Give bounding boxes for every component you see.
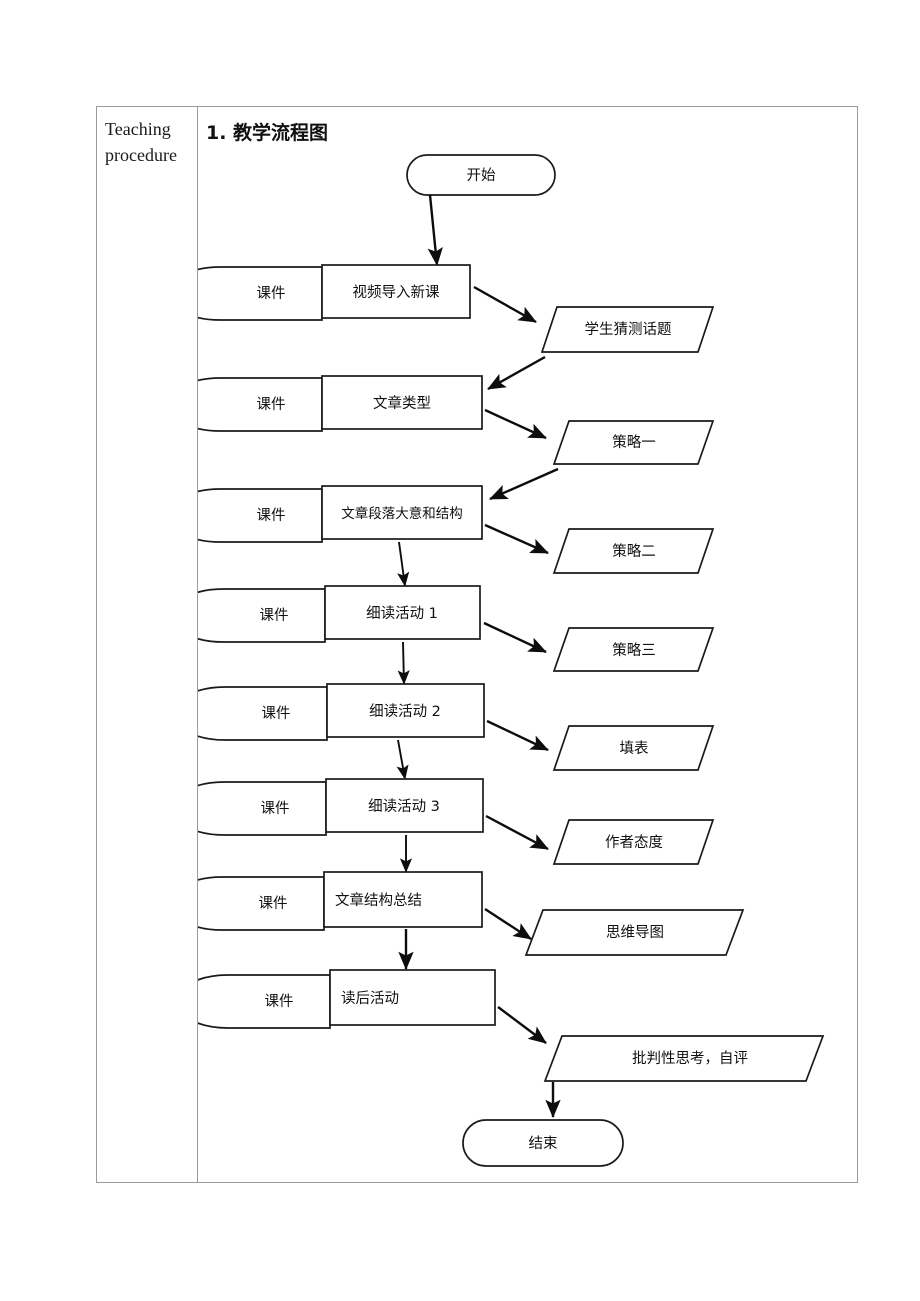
node-step8-label: 读后活动 bbox=[341, 990, 399, 1007]
connector-step4-to-out4 bbox=[483, 621, 547, 654]
node-step5-label: 细读活动 2 bbox=[369, 703, 441, 720]
connector-step2-to-out2 bbox=[484, 408, 547, 440]
node-out8: 批判性思考，自评 bbox=[543, 1035, 825, 1082]
node-step8-media-label: 课件 bbox=[265, 993, 294, 1010]
node-step7: 课件 文章结构总结 bbox=[198, 871, 483, 931]
node-out4-label: 策略三 bbox=[612, 642, 656, 659]
connector-step8-to-out8 bbox=[497, 1006, 547, 1044]
connector-step1-to-out1 bbox=[473, 285, 537, 324]
connector-step5-to-out5 bbox=[486, 719, 549, 752]
node-step1-label: 视频导入新课 bbox=[353, 284, 440, 301]
connector-out1-to-step2 bbox=[487, 355, 546, 391]
node-step2-label: 文章类型 bbox=[373, 394, 431, 412]
node-step3-media-label: 课件 bbox=[257, 507, 286, 524]
node-out8-label: 批判性思考，自评 bbox=[632, 1050, 748, 1067]
node-out5-label: 填表 bbox=[620, 740, 649, 757]
connector-out2-to-step3 bbox=[489, 467, 559, 501]
connector-step3-to-step4 bbox=[397, 541, 410, 587]
row-label-text: Teaching procedure bbox=[105, 119, 177, 165]
node-step6: 课件 细读活动 3 bbox=[198, 778, 484, 836]
node-step5-media-label: 课件 bbox=[262, 705, 291, 722]
node-out1: 学生猜测话题 bbox=[540, 306, 715, 353]
node-step3-label: 文章段落大意和结构 bbox=[341, 505, 463, 522]
node-out1-label: 学生猜测话题 bbox=[585, 321, 672, 338]
node-out2: 策略一 bbox=[552, 420, 715, 465]
node-out7-label: 思维导图 bbox=[606, 924, 664, 941]
section-heading: 1. 教学流程图 bbox=[206, 122, 329, 144]
node-out3-label: 策略二 bbox=[612, 543, 656, 560]
node-out7: 思维导图 bbox=[524, 909, 745, 956]
node-step7-media-label: 课件 bbox=[259, 895, 288, 912]
node-out5: 填表 bbox=[552, 725, 715, 771]
connector-start-to-step1 bbox=[427, 194, 443, 266]
teaching-procedure-table: Teaching procedure 1. 教学流程图 开始 课件 视频 bbox=[96, 106, 858, 1183]
row-label-cell: Teaching procedure bbox=[97, 107, 198, 1182]
node-step6-label: 细读活动 3 bbox=[368, 798, 440, 815]
connector-step5-to-step6 bbox=[396, 739, 409, 780]
node-out3: 策略二 bbox=[552, 528, 715, 574]
content-cell: 1. 教学流程图 开始 课件 视频导入新课 bbox=[198, 107, 857, 1182]
node-step4-label: 细读活动 1 bbox=[366, 605, 438, 622]
node-out6: 作者态度 bbox=[552, 819, 715, 865]
connector-step3-to-out3 bbox=[484, 523, 549, 555]
node-end-label: 结束 bbox=[529, 1135, 558, 1152]
node-step4-media-label: 课件 bbox=[260, 607, 289, 624]
node-step4: 课件 细读活动 1 bbox=[198, 585, 481, 643]
node-step2-media-label: 课件 bbox=[257, 396, 286, 413]
node-start-label: 开始 bbox=[467, 167, 496, 184]
connector-step6-to-out6 bbox=[485, 814, 549, 851]
node-step7-label: 文章结构总结 bbox=[335, 891, 422, 909]
node-step1: 课件 视频导入新课 bbox=[198, 264, 471, 321]
node-step1-media-label: 课件 bbox=[257, 285, 286, 302]
node-step8: 课件 读后活动 bbox=[198, 969, 496, 1029]
connector-step7-to-out7 bbox=[484, 907, 532, 941]
node-step5: 课件 细读活动 2 bbox=[198, 683, 485, 741]
node-out4: 策略三 bbox=[552, 627, 715, 672]
node-start: 开始 bbox=[406, 154, 556, 196]
node-step2: 课件 文章类型 bbox=[198, 375, 483, 432]
node-out2-label: 策略一 bbox=[612, 434, 656, 451]
connector-step4-to-step5 bbox=[397, 641, 410, 685]
teaching-flowchart: 开始 课件 视频导入新课 学生猜测话题 课件 bbox=[198, 154, 825, 1167]
node-out6-label: 作者态度 bbox=[605, 834, 663, 851]
node-end: 结束 bbox=[462, 1119, 624, 1167]
node-step6-media-label: 课件 bbox=[261, 800, 290, 817]
node-step3: 文章段落大意和结构 课件 bbox=[198, 485, 483, 543]
